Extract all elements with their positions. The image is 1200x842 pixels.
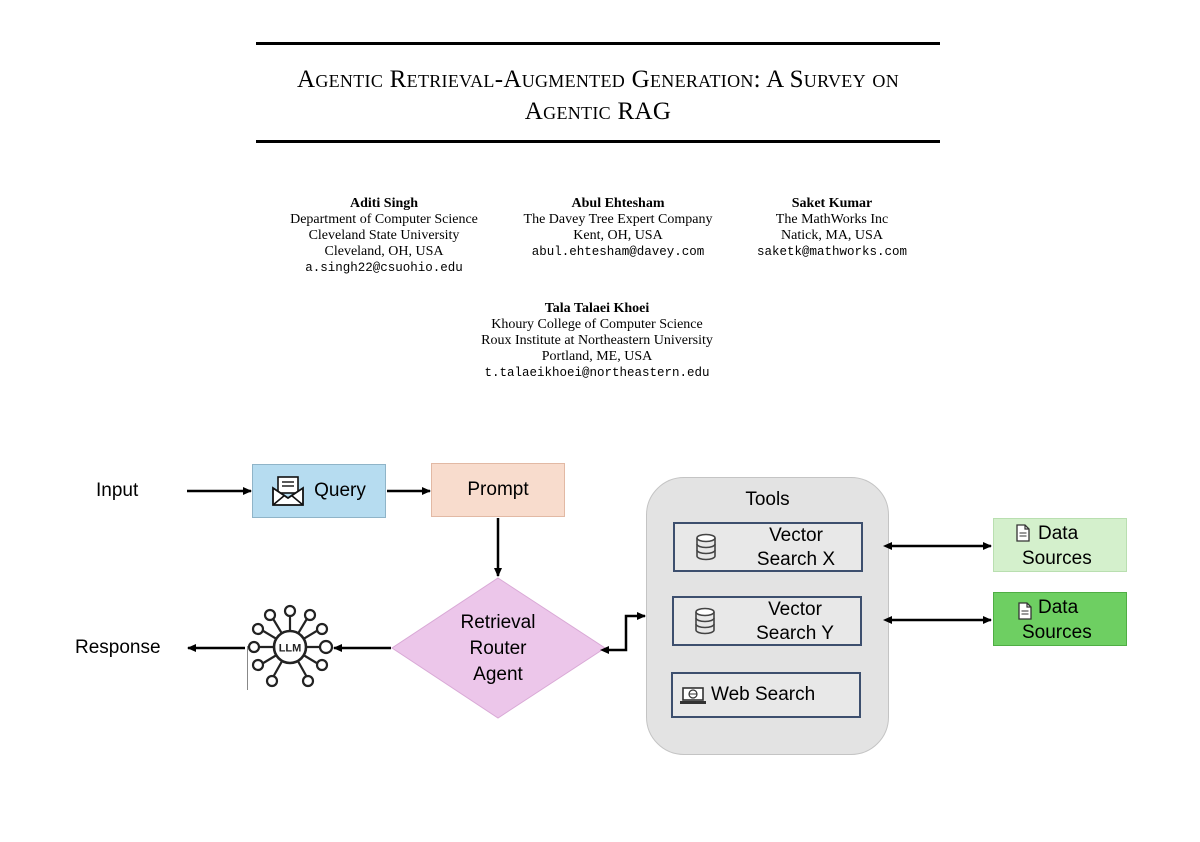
llm-network-icon: LLM (247, 604, 334, 688)
author-block: Saket Kumar The MathWorks Inc Natick, MA… (712, 196, 952, 260)
web-search-label: Web Search (711, 684, 816, 705)
database-icon (696, 533, 716, 561)
top-rule (256, 42, 940, 45)
router-tools-arrow (600, 612, 646, 654)
author-name: Saket Kumar (791, 196, 873, 211)
author-affiliation: Roux Institute at Northeastern Universit… (481, 333, 713, 348)
data-sources-1-line-1: Data (1038, 523, 1079, 544)
author-email[interactable]: saketk@mathworks.com (756, 245, 908, 259)
document-icon (1018, 602, 1032, 620)
author-location: Natick, MA, USA (781, 228, 883, 243)
author-email[interactable]: t.talaeikhoei@northeastern.edu (484, 366, 710, 380)
data-sources-2-label: Data Sources (1012, 595, 1128, 645)
bottom-rule (256, 140, 940, 143)
llm-node[interactable]: LLM (246, 603, 334, 691)
vector-search-y-line-2: Search Y (756, 623, 834, 644)
vector-search-y[interactable]: Vector Search Y (672, 596, 862, 646)
envelope-icon (272, 476, 305, 506)
vector-search-x-label: Vector Search X (721, 524, 871, 572)
database-icon (695, 607, 715, 635)
vector-search-x-line-1: Vector (769, 525, 823, 546)
paper-title: Agentic Retrieval-Augmented Generation: … (256, 64, 940, 128)
tools-title: Tools (745, 489, 790, 510)
data-sources-box-1[interactable]: Data Sources (993, 518, 1127, 572)
paper-title-line-1: Agentic Retrieval-Augmented Generation: … (296, 66, 900, 93)
vector-search-y-label: Vector Search Y (720, 598, 870, 646)
author-block: Abul Ehtesham The Davey Tree Expert Comp… (498, 196, 738, 260)
author-affiliation: Khoury College of Computer Science (491, 317, 703, 332)
web-search[interactable]: Web Search (671, 672, 861, 718)
query-box[interactable]: Query (252, 464, 386, 518)
router-label-line-2: Router (469, 638, 527, 659)
laptop-globe-icon (680, 687, 706, 704)
author-block: Tala Talaei Khoei Khoury College of Comp… (457, 301, 737, 381)
data-sources-2-line-2: Sources (1022, 622, 1092, 643)
author-affiliation: The Davey Tree Expert Company (523, 212, 713, 227)
author-affiliation: Cleveland State University (308, 228, 460, 243)
data-sources-1-label: Data Sources (1012, 521, 1128, 571)
prompt-box[interactable]: Prompt (431, 463, 565, 517)
data-sources-2-line-1: Data (1038, 597, 1079, 618)
llm-label: LLM (279, 643, 302, 655)
author-email[interactable]: abul.ehtesham@davey.com (531, 245, 705, 259)
router-label-line-1: Retrieval (460, 612, 536, 633)
router-agent-label[interactable]: Retrieval Router Agent (428, 610, 568, 688)
query-label: Query (314, 480, 366, 501)
author-location: Portland, ME, USA (541, 349, 653, 364)
author-name: Aditi Singh (349, 196, 419, 211)
vector-search-y-line-1: Vector (768, 599, 822, 620)
document-icon (1016, 524, 1030, 542)
author-location: Cleveland, OH, USA (324, 244, 444, 259)
author-affiliation: Department of Computer Science (290, 212, 478, 227)
response-label: Response (75, 637, 161, 658)
input-label: Input (96, 480, 139, 501)
author-block: Aditi Singh Department of Computer Scien… (264, 196, 504, 276)
prompt-label: Prompt (467, 479, 529, 500)
author-name: Abul Ehtesham (571, 196, 665, 211)
paper-title-line-2: Agentic RAG (524, 98, 672, 125)
author-email[interactable]: a.singh22@csuohio.edu (305, 261, 463, 275)
vector-search-x-line-2: Search X (756, 549, 836, 570)
author-affiliation: The MathWorks Inc (775, 212, 889, 227)
author-location: Kent, OH, USA (573, 228, 663, 243)
author-name: Tala Talaei Khoei (544, 301, 650, 316)
data-sources-1-line-2: Sources (1022, 548, 1092, 569)
llm-divider (247, 646, 248, 690)
data-sources-box-2[interactable]: Data Sources (993, 592, 1127, 646)
router-label-line-3: Agent (473, 664, 523, 685)
vector-search-x[interactable]: Vector Search X (673, 522, 863, 572)
